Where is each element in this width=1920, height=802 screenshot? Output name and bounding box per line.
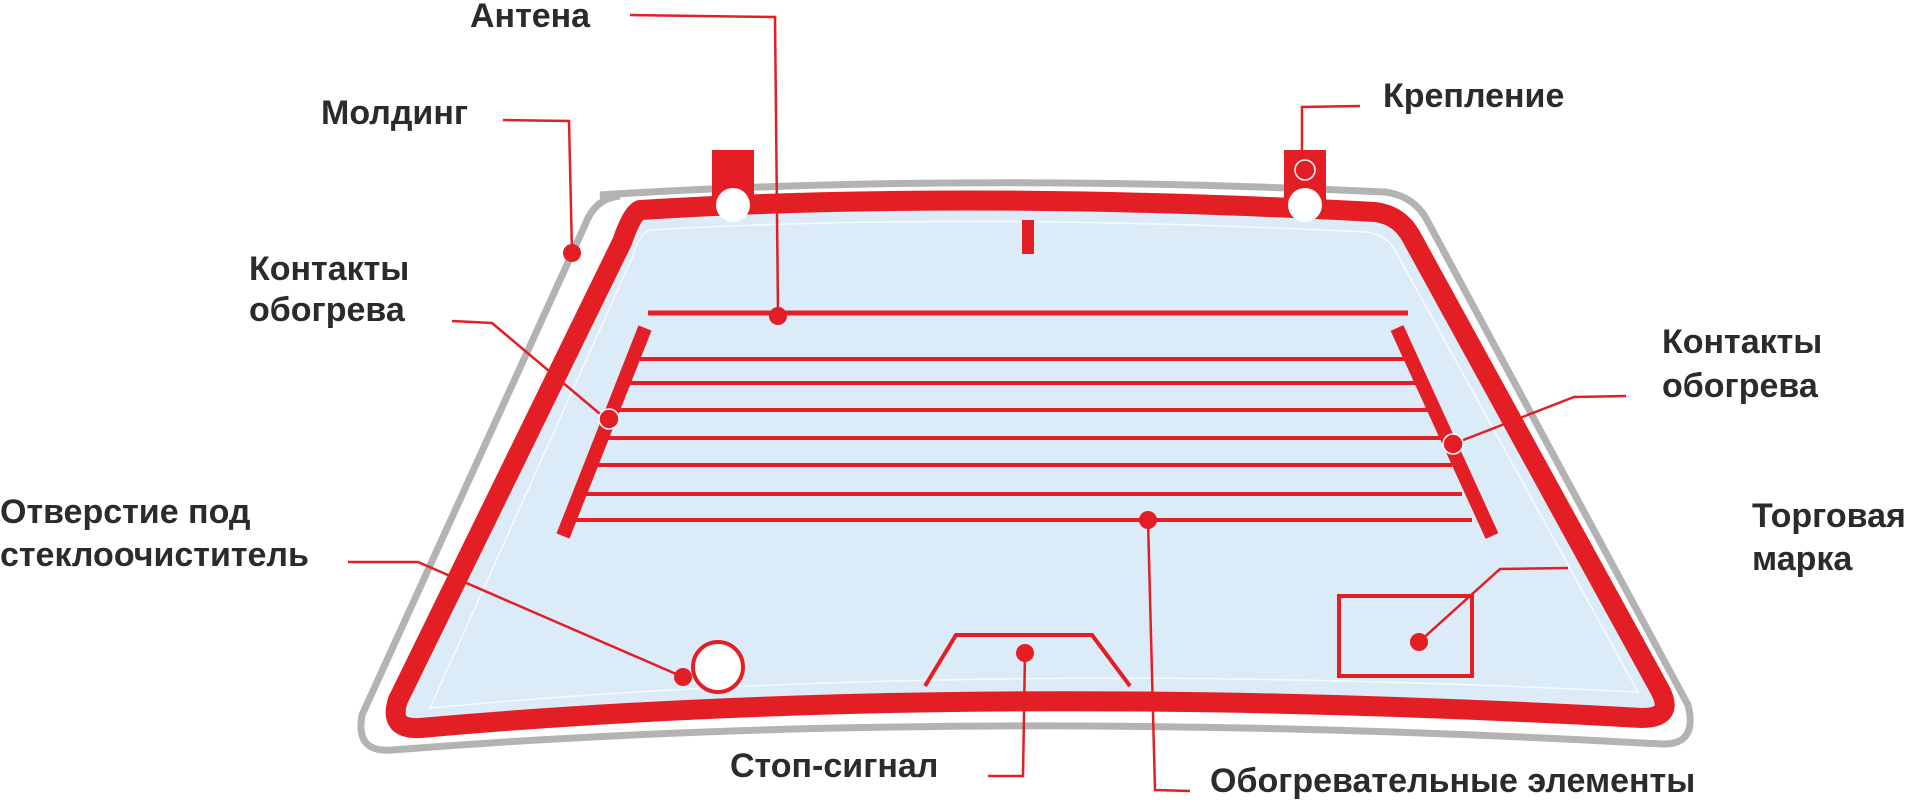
heating-elements: [575, 357, 1472, 522]
label-heating-elements: Обогревательные элементы: [1210, 762, 1695, 800]
dot-brake-light: [1016, 644, 1034, 662]
molding-outline: [357, 179, 1694, 754]
glass-inner-edge: [428, 220, 1640, 709]
wiper-hole: [691, 640, 745, 694]
heater-busbar-left: [556, 325, 652, 539]
label-wiper-hole-line2: стеклоочиститель: [0, 536, 309, 574]
leader-trademark: [1418, 566, 1569, 643]
leader-antenna: [629, 13, 780, 314]
label-heat-contacts-right-line2: обогрева: [1662, 367, 1819, 405]
label-brake-light: Стоп-сигнал: [730, 747, 938, 785]
label-wiper-hole-line1: Отверстие под: [0, 493, 250, 531]
dot-heating-elements: [1139, 511, 1157, 529]
top-center-stub: [1022, 220, 1034, 254]
label-molding: Молдинг: [321, 94, 468, 132]
dot-heat-contacts-right: [1442, 433, 1464, 455]
brake-light: [923, 633, 1132, 688]
label-trademark-line1: Торговая: [1752, 497, 1906, 535]
dot-trademark: [1410, 633, 1428, 651]
dot-antenna: [769, 307, 787, 325]
label-heat-contacts-left-line2: обогрева: [249, 291, 406, 329]
label-heat-contacts-left-line1: Контакты: [249, 250, 409, 288]
trademark-box: [1337, 594, 1474, 678]
leader-heat-contacts-left: [451, 319, 607, 420]
leader-molding: [502, 118, 574, 253]
leader-mount: [1300, 104, 1361, 150]
label-heat-contacts-right-line1: Контакты: [1662, 323, 1822, 361]
leader-heating-elements: [1146, 519, 1191, 793]
label-trademark-line2: марка: [1752, 540, 1853, 578]
dot-heat-contacts-left: [598, 408, 620, 430]
dot-wiper-hole: [674, 668, 692, 686]
label-antenna: Антена: [470, 0, 591, 35]
mount-bracket-right: [1284, 150, 1326, 222]
leader-brake-light: [988, 652, 1027, 778]
label-mount: Крепление: [1383, 77, 1564, 115]
leader-wiper-hole: [348, 560, 684, 679]
leader-heat-contacts-right: [1452, 394, 1627, 446]
mount-bracket-left: [712, 150, 754, 222]
heater-busbar-right: [1390, 325, 1499, 539]
dot-molding: [563, 244, 581, 262]
